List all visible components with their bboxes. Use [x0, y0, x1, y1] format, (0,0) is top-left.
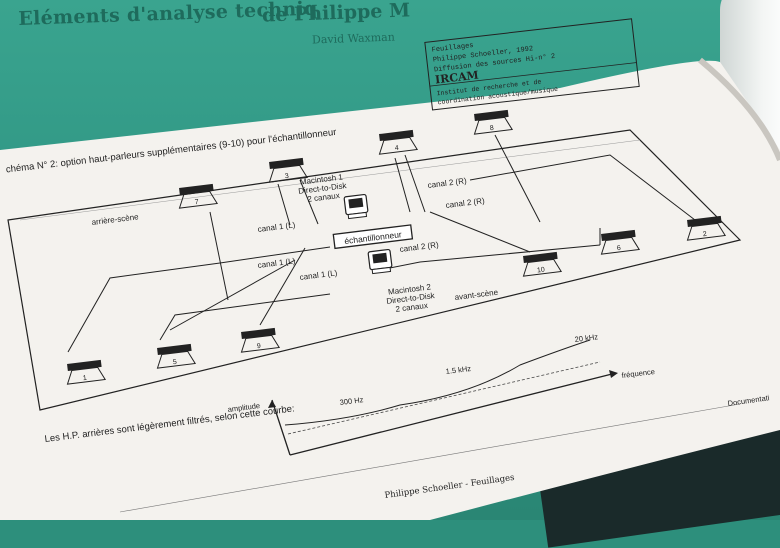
amplitude-arrowhead: [268, 400, 276, 408]
freq-300-label: 300 Hz: [339, 395, 364, 407]
speaker-2-label: 2: [703, 231, 708, 238]
speaker-7: 7: [178, 183, 219, 209]
info-box: Feuillages Philippe Schoeller, 1992 Diff…: [424, 18, 640, 111]
speaker-10-label: 10: [537, 267, 546, 275]
amplitude-axis: [271, 399, 291, 456]
speaker-4: 4: [378, 129, 419, 155]
open-page: chéma N° 2: option haut-parleurs supplém…: [0, 18, 780, 520]
reference-line: [287, 361, 601, 435]
frequence-arrowhead: [609, 370, 618, 378]
mac2-line3: 2 canaux: [395, 301, 428, 314]
speaker-9: 9: [240, 327, 281, 353]
macintosh-1-icon: [343, 193, 369, 220]
speaker-3-label: 3: [285, 173, 290, 180]
info-box-frame: [424, 18, 640, 111]
page-sheet: [0, 60, 780, 520]
echantillonneur-box: échantillonneur: [332, 224, 414, 250]
speaker-6: 6: [600, 229, 641, 255]
footer-rule: [119, 403, 741, 513]
speaker-9-label: 9: [257, 343, 262, 350]
faint-line: [19, 139, 641, 221]
speaker-5: 5: [156, 343, 197, 369]
speaker-7-label: 7: [195, 199, 200, 206]
mac1-line3: 2 canaux: [307, 191, 340, 204]
speaker-3: 3: [268, 157, 309, 183]
freq-20-label: 20 kHz: [574, 332, 599, 344]
wiring: [67, 134, 696, 353]
speaker-5-label: 5: [173, 359, 178, 366]
hall-outline: [7, 129, 742, 411]
macintosh-2-icon: [367, 248, 393, 275]
info-box-divider: [429, 62, 637, 87]
filter-curve: [284, 339, 591, 426]
speaker-4-label: 4: [395, 145, 400, 152]
filter-curve-graph: amplitude fréquence 300 Hz 1.5 kHz 20 kH…: [227, 332, 655, 456]
speaker-8: 8: [473, 109, 514, 135]
speaker-6-label: 6: [617, 245, 622, 252]
ircam-logo: IRCAM: [434, 69, 479, 87]
page-curl: [698, 57, 780, 162]
frequence-label: fréquence: [621, 367, 655, 380]
amplitude-label: amplitude: [227, 401, 260, 414]
freq-1-5-label: 1.5 kHz: [445, 364, 472, 376]
speaker-2: 2: [686, 215, 727, 241]
speaker-1-label: 1: [83, 375, 88, 382]
speaker-1: 1: [66, 359, 107, 385]
speaker-group: 1 2 3 4 5 6 7: [66, 109, 727, 385]
speaker-8-label: 8: [490, 125, 495, 132]
speaker-10: 10: [522, 251, 563, 277]
frequence-axis: [289, 373, 613, 456]
